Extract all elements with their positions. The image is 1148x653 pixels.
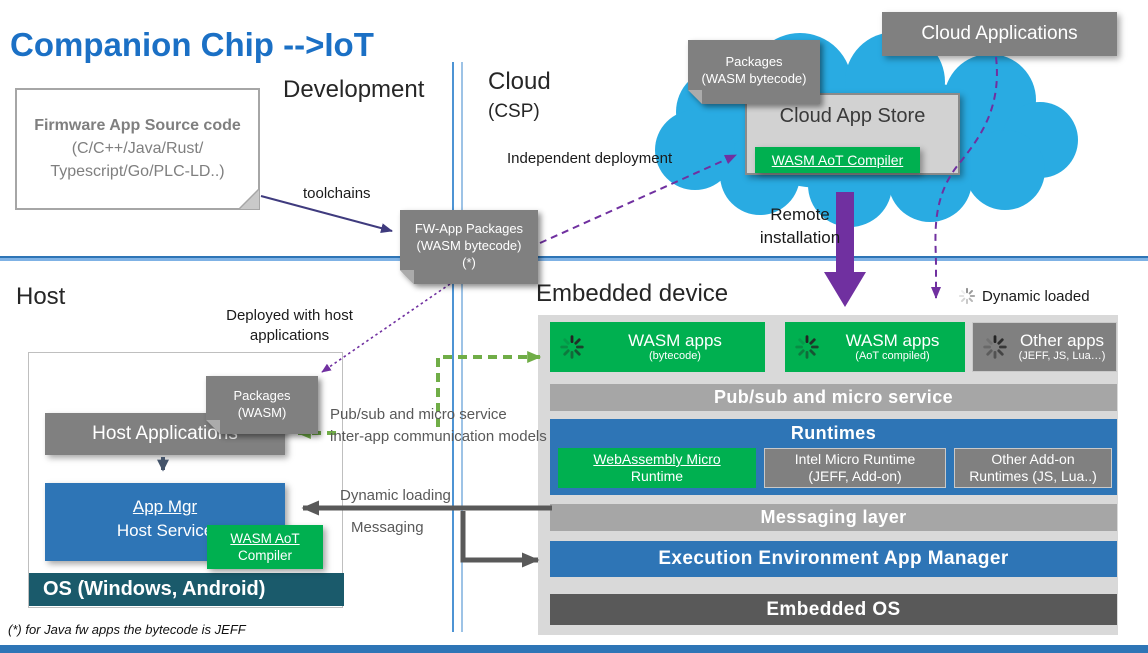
loading-spinner-icon	[982, 334, 1008, 360]
page-title: Companion Chip -->IoT	[10, 26, 374, 64]
note-fold-icon	[688, 90, 702, 104]
label-deployed-with-host: Deployed with host applications	[226, 307, 353, 344]
note-fold-icon	[400, 270, 414, 284]
label-cloud: Cloud	[488, 68, 551, 95]
cloud-app-store-box: Cloud App Store WASM AoT Compiler	[745, 93, 960, 175]
firmware-source-box: Firmware App Source code (C/C++/Java/Rus…	[15, 88, 260, 210]
embedded-device-panel: WASM apps (bytecode) WASM apps (AoT comp…	[538, 315, 1118, 635]
loading-spinner-icon	[958, 287, 976, 305]
firmware-source-line2: (C/C++/Java/Rust/	[71, 140, 204, 157]
horizontal-section-divider	[0, 256, 1148, 261]
label-host: Host	[16, 283, 66, 310]
loading-spinner-icon	[794, 334, 820, 360]
fw-app-packages-note: FW-App Packages (WASM bytecode) (*)	[400, 210, 538, 284]
other-apps-text: Other apps (JEFF, JS, Lua…)	[1018, 330, 1106, 363]
label-toolchains: toolchains	[303, 185, 371, 202]
label-dynamic-loaded: Dynamic loaded	[958, 287, 1090, 305]
pubsub-service-bar: Pub/sub and micro service	[550, 384, 1117, 411]
folded-corner-icon	[239, 189, 259, 209]
label-pubsub-models: Pub/sub and micro service inter-app comm…	[330, 406, 547, 445]
cloud-app-store-title: Cloud App Store	[779, 105, 926, 127]
label-dynamic-loading: Dynamic loading	[340, 487, 451, 504]
other-addon-runtimes-box: Other Add-on Runtimes (JS, Lua..)	[954, 448, 1112, 488]
label-embedded-device: Embedded device	[536, 280, 729, 307]
messaging-layer-bar: Messaging layer	[550, 504, 1117, 531]
firmware-source-title: Firmware App Source code	[34, 117, 241, 134]
host-wasm-aot-compiler-box: WASM AoT Compiler	[207, 525, 323, 569]
loading-spinner-icon	[559, 334, 585, 360]
execution-environment-bar: Execution Environment App Manager	[550, 541, 1117, 577]
cloud-packages-note: Packages (WASM bytecode)	[688, 40, 820, 104]
host-packages-note: Packages (WASM)	[206, 376, 318, 434]
label-independent-deployment: Independent deployment	[507, 150, 673, 167]
footnote: (*) for Java fw apps the bytecode is JEF…	[8, 622, 246, 637]
wasm-apps-aot-text: WASM apps (AoT compiled)	[845, 330, 940, 363]
host-os-bar: OS (Windows, Android)	[29, 573, 344, 606]
firmware-source-line3: Typescript/Go/PLC-LD..)	[50, 163, 225, 180]
cloud-wasm-aot-compiler-box: WASM AoT Compiler	[755, 147, 920, 173]
label-development: Development	[283, 76, 425, 103]
wasm-apps-bytecode-box: WASM apps (bytecode)	[550, 322, 765, 372]
label-remote-installation: Remote installation	[759, 205, 841, 247]
webassembly-micro-runtime-box: WebAssembly Micro Runtime	[558, 448, 756, 488]
runtimes-panel: Runtimes WebAssembly Micro Runtime Intel…	[550, 419, 1117, 495]
cloud-wasm-aot-compiler-label: WASM AoT Compiler	[771, 152, 904, 168]
wasm-apps-aot-box: WASM apps (AoT compiled)	[785, 322, 965, 372]
cloud-applications-label: Cloud Applications	[921, 23, 1078, 44]
vertical-section-divider	[452, 62, 463, 632]
embedded-os-bar: Embedded OS	[550, 594, 1117, 625]
cloud-applications-box: Cloud Applications	[882, 12, 1117, 56]
other-apps-box: Other apps (JEFF, JS, Lua…)	[972, 322, 1117, 372]
label-cloud-csp: (CSP)	[488, 101, 540, 122]
label-messaging: Messaging	[351, 519, 424, 536]
wasm-apps-bytecode-text: WASM apps (bytecode)	[628, 330, 722, 363]
note-fold-icon	[206, 420, 220, 434]
intel-micro-runtime-box: Intel Micro Runtime (JEFF, Add-on)	[764, 448, 946, 488]
bottom-accent-bar	[0, 645, 1148, 653]
runtimes-title: Runtimes	[790, 423, 877, 443]
